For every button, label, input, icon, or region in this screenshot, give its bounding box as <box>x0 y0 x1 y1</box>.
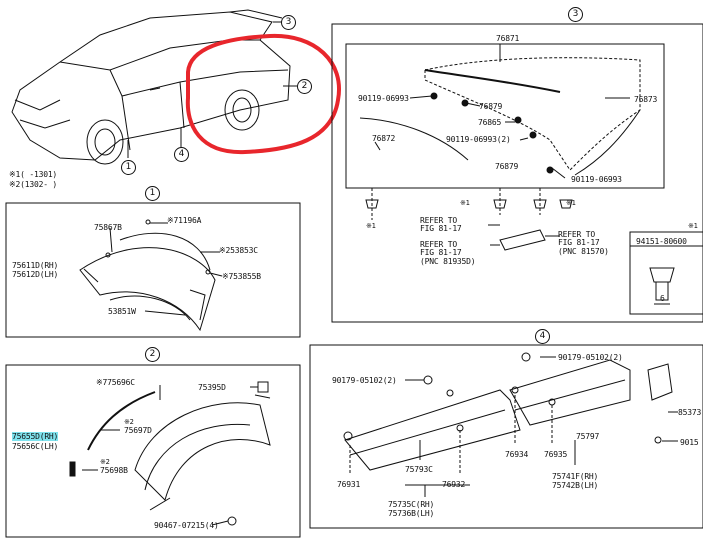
part-753855B[interactable]: ※753855B <box>222 272 261 281</box>
section-1-marker: 1 <box>145 186 160 201</box>
footnote-1: ※1( -1301) <box>9 170 58 179</box>
part-75698B-note: ※2 <box>100 458 110 466</box>
section-3-marker: 3 <box>568 7 583 22</box>
refer-3-line2[interactable]: FIG 81-17 <box>558 238 600 247</box>
part-76934[interactable]: 76934 <box>505 450 529 459</box>
part-53851W[interactable]: 53851W <box>108 307 136 316</box>
part-85373[interactable]: 85373 <box>678 408 702 417</box>
part-76932[interactable]: 76932 <box>442 480 466 489</box>
part-75735C[interactable]: 75735C(RH) <box>388 500 435 509</box>
fastener-clip-drawing <box>649 267 675 301</box>
refer-3-line1[interactable]: REFER TO <box>558 230 595 239</box>
callout-1-overview: 1 <box>121 160 136 175</box>
part-76931[interactable]: 76931 <box>337 480 361 489</box>
part-75697D-note: ※2 <box>124 418 134 426</box>
footnote-2: ※2(1302- ) <box>9 180 58 189</box>
section-1-frame <box>5 202 301 338</box>
note-1-b: ※1 <box>566 199 576 207</box>
refer-1-line2[interactable]: FIG 81-17 <box>420 224 462 233</box>
part-75867B[interactable]: 75867B <box>94 223 122 232</box>
vehicle-overview-illustration <box>11 9 297 165</box>
part-90119-06993-a[interactable]: 90119-06993 <box>358 94 409 103</box>
part-775696C[interactable]: ※775696C <box>96 378 135 387</box>
part-75655D[interactable]: 75655D(RH) <box>12 432 59 441</box>
part-253853C[interactable]: ※253853C <box>219 246 258 255</box>
section-2-marker: 2 <box>145 347 160 362</box>
part-71196A[interactable]: ※71196A <box>167 216 202 225</box>
part-76873[interactable]: 76873 <box>634 95 658 104</box>
part-75612D[interactable]: 75612D(LH) <box>12 270 59 279</box>
side-box-note: ※1 <box>688 222 698 230</box>
refer-1-line1[interactable]: REFER TO <box>420 216 457 225</box>
part-75395D[interactable]: 75395D <box>198 383 226 392</box>
spoiler-drawing <box>359 44 641 251</box>
part-75656C[interactable]: 75656C(LH) <box>12 442 59 451</box>
red-highlight-circle <box>185 33 341 155</box>
note-1-c: ※1 <box>366 222 376 230</box>
section-4-frame <box>309 344 703 529</box>
note-1-a: ※1 <box>460 199 470 207</box>
refer-2-line1[interactable]: REFER TO <box>420 240 457 249</box>
part-75736B[interactable]: 75736B(LH) <box>388 509 435 518</box>
section-4-drawing <box>343 352 678 497</box>
refer-2-line2[interactable]: FIG 81-17 <box>420 248 462 257</box>
refer-3-line3[interactable]: (PNC 81570) <box>558 247 609 256</box>
side-fastener-box <box>629 231 703 315</box>
part-90119-06993-b[interactable]: 90119-06993(2) <box>446 135 511 144</box>
part-76865[interactable]: 76865 <box>478 118 502 127</box>
callout-3-top: 3 <box>281 15 296 30</box>
part-94151-80600[interactable]: 94151-80600 <box>636 237 687 246</box>
part-90467-07215[interactable]: 90467-07215(4) <box>154 521 219 530</box>
part-75698B[interactable]: 75698B <box>100 466 128 475</box>
section-2-frame <box>5 364 301 538</box>
part-76879-b[interactable]: 76879 <box>495 162 519 171</box>
part-76935[interactable]: 76935 <box>544 450 568 459</box>
part-90119-06993-c[interactable]: 90119-06993 <box>571 175 622 184</box>
part-75741F[interactable]: 75741F(RH) <box>552 472 599 481</box>
part-75793C[interactable]: 75793C <box>405 465 433 474</box>
callout-2-overview: 2 <box>297 79 312 94</box>
side-box-dimension: 6 <box>660 294 665 303</box>
part-90179-05102-a[interactable]: 90179-05102(2) <box>332 376 397 385</box>
part-75742B[interactable]: 75742B(LH) <box>552 481 599 490</box>
section-3-frame <box>331 23 703 323</box>
part-75697D[interactable]: 75697D <box>124 426 152 435</box>
part-75797[interactable]: 75797 <box>576 432 600 441</box>
part-76871[interactable]: 76871 <box>496 34 520 43</box>
section-2-drawing <box>69 381 271 526</box>
callout-4-overview: 4 <box>174 147 189 162</box>
refer-2-line3[interactable]: (PNC 81935D) <box>420 257 476 266</box>
part-90179-05102-b[interactable]: 90179-05102(2) <box>558 353 623 362</box>
section-1-drawing <box>79 219 223 332</box>
part-9015[interactable]: 9015 <box>680 438 699 447</box>
section-4-marker: 4 <box>535 329 550 344</box>
part-76879-a[interactable]: 76879 <box>479 102 503 111</box>
part-75611D[interactable]: 75611D(RH) <box>12 261 59 270</box>
part-76872[interactable]: 76872 <box>372 134 396 143</box>
section-3-inner-frame <box>345 43 665 189</box>
